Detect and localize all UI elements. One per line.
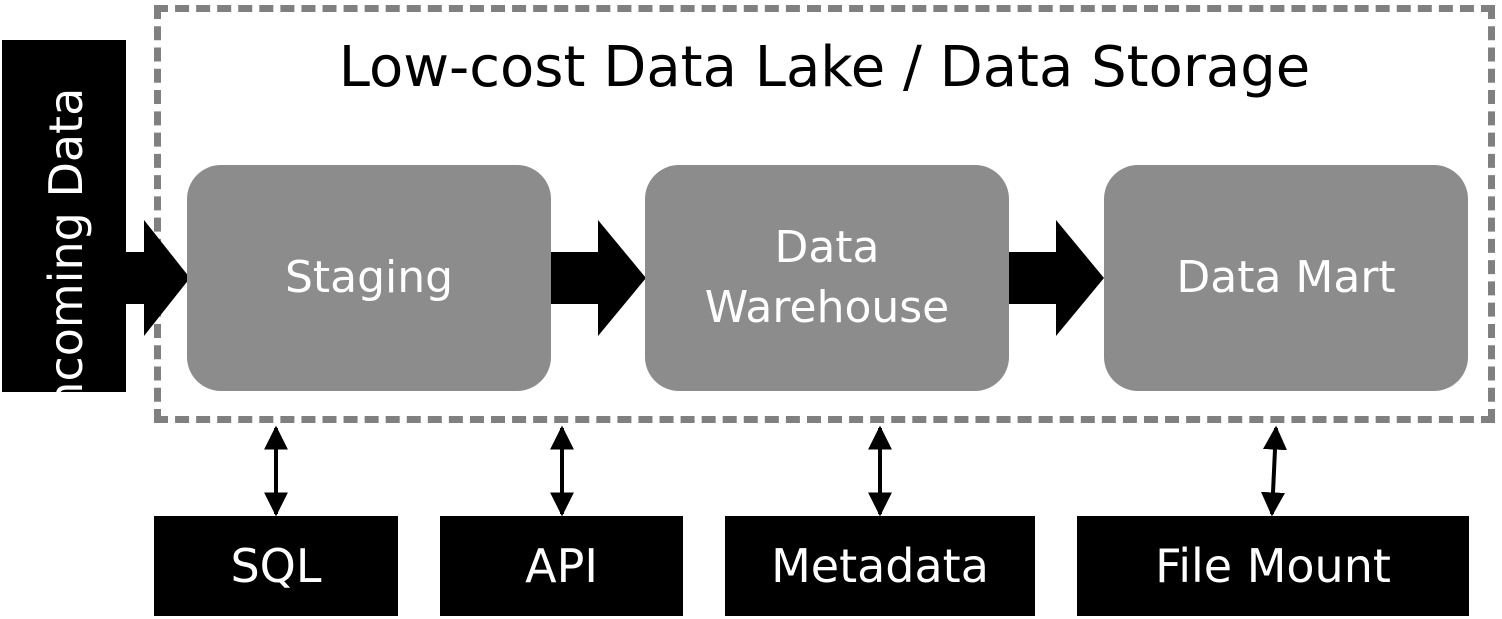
access-sql: SQL xyxy=(154,516,398,616)
staging-to-warehouse-arrow xyxy=(550,220,646,336)
access-metadata: Metadata xyxy=(725,516,1035,616)
file-mount-connector-arrow xyxy=(1261,425,1287,517)
access-api: API xyxy=(440,516,683,616)
diagram-title: Low-cost Data Lake / Data Storage xyxy=(338,35,1311,100)
stage-staging: Staging xyxy=(187,165,551,391)
access-file-mount: File Mount xyxy=(1077,516,1469,616)
data-lake-container xyxy=(154,5,1495,423)
stage-data-warehouse: Data Warehouse xyxy=(645,165,1009,391)
warehouse-to-mart-arrow xyxy=(1008,220,1104,336)
stage-data-mart: Data Mart xyxy=(1104,165,1468,391)
incoming-flow-arrow xyxy=(124,220,190,336)
incoming-data-block: Incoming Data xyxy=(2,40,126,424)
